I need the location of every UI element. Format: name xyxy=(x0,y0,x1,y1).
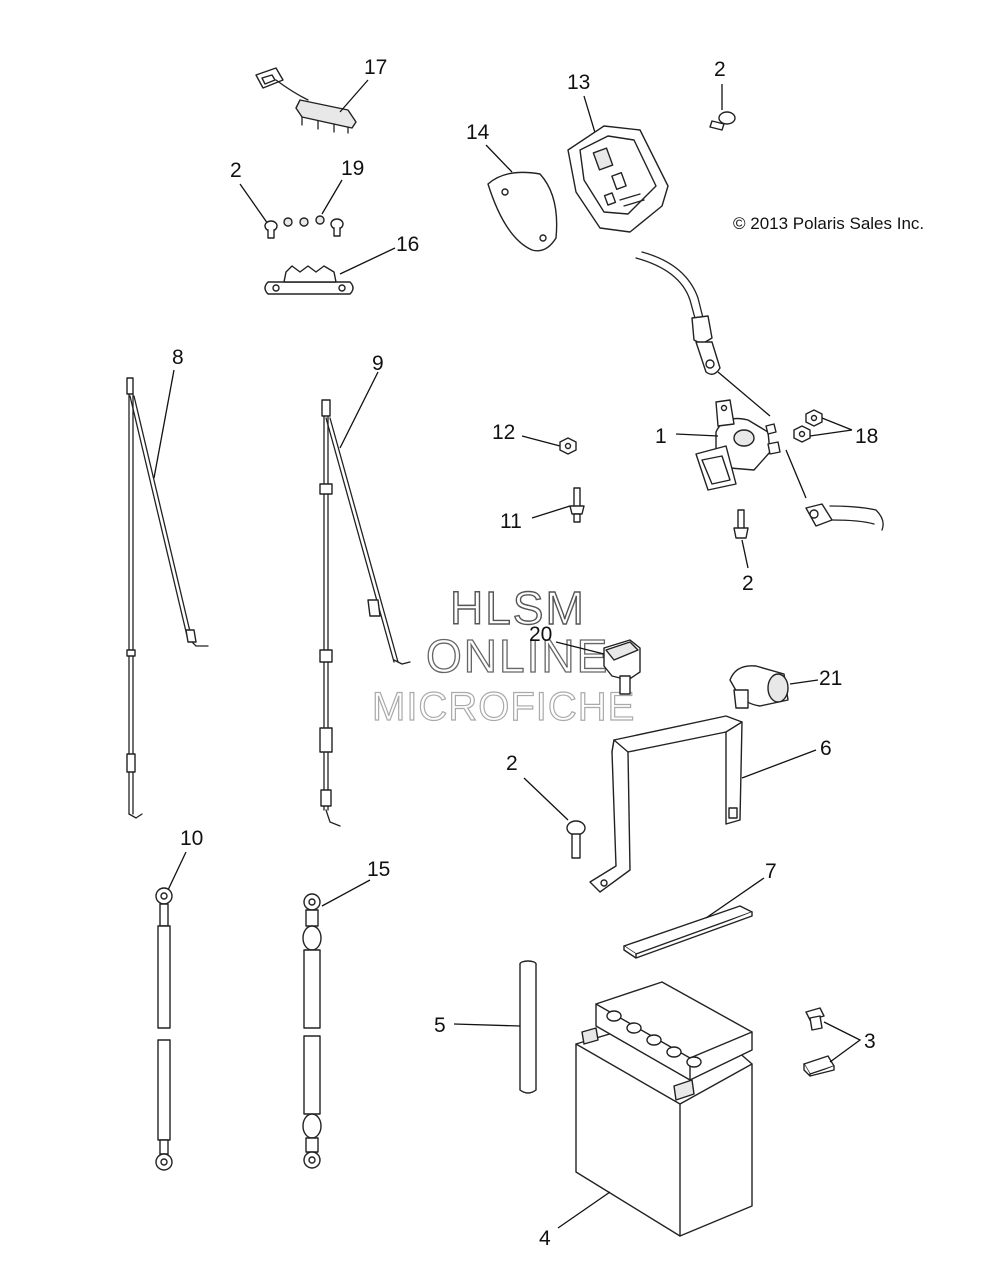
part-21-terminal-boot xyxy=(729,665,789,709)
callout-17: 17 xyxy=(364,56,387,79)
callout-2-top-left: 2 xyxy=(230,159,242,182)
leader-6 xyxy=(741,749,817,779)
callout-11: 11 xyxy=(500,510,522,533)
leader-10 xyxy=(167,851,187,891)
leader-19 xyxy=(321,179,343,215)
leader-5 xyxy=(453,1023,521,1027)
leader-20 xyxy=(555,641,605,655)
part-5-vent-tube xyxy=(519,960,537,1094)
part-2-screw-top-right xyxy=(709,111,736,131)
callout-21: 21 xyxy=(819,667,842,690)
callout-13: 13 xyxy=(567,71,590,94)
watermark: HLSM ONLINE MICROFICHE xyxy=(371,581,635,729)
part-2-screw-top-left xyxy=(264,220,278,239)
part-16-terminal-block xyxy=(264,265,354,295)
callout-10: 10 xyxy=(180,827,203,850)
leader-cable-upper xyxy=(717,371,771,417)
callout-2-middle: 2 xyxy=(742,572,754,595)
leader-13 xyxy=(583,95,597,137)
callout-14: 14 xyxy=(466,121,490,144)
leader-2-middle xyxy=(741,539,749,569)
leader-8 xyxy=(153,369,175,479)
part-1-cable-upper xyxy=(635,251,721,375)
callout-2-top-right: 2 xyxy=(714,58,726,81)
leader-14 xyxy=(485,144,513,173)
leader-9 xyxy=(339,371,379,449)
callout-9: 9 xyxy=(372,352,384,375)
callout-4: 4 xyxy=(539,1227,551,1250)
callout-15: 15 xyxy=(367,858,390,881)
callout-8: 8 xyxy=(172,346,184,369)
watermark-line-1: HLSM xyxy=(450,582,586,634)
callout-20: 20 xyxy=(529,623,552,646)
callout-12: 12 xyxy=(492,421,515,444)
part-9-cable xyxy=(319,399,411,827)
callout-18: 18 xyxy=(855,425,878,448)
leader-3 xyxy=(823,1021,862,1063)
part-2-screw-bottom xyxy=(566,820,586,859)
part-17-terminal-cover xyxy=(255,67,357,134)
callout-3: 3 xyxy=(864,1030,876,1053)
part-6-hold-down-strap xyxy=(589,715,743,893)
part-8-cable xyxy=(126,377,209,819)
leader-11 xyxy=(531,505,571,519)
part-18-nuts xyxy=(793,409,823,443)
part-1-starter-solenoid xyxy=(695,399,781,491)
leader-cable-lower xyxy=(785,449,807,499)
part-13-fuse-box xyxy=(567,125,669,233)
part-12-nut xyxy=(559,437,577,455)
part-15-battery-cable xyxy=(302,893,322,1169)
leader-18 xyxy=(809,417,853,437)
callout-19: 19 xyxy=(341,157,364,180)
callout-16: 16 xyxy=(396,233,419,256)
leader-2-top-left xyxy=(239,183,269,225)
leader-17 xyxy=(339,79,369,113)
copyright-text: © 2013 Polaris Sales Inc. xyxy=(733,214,924,233)
watermark-line-3: MICROFICHE xyxy=(372,685,635,729)
leader-21 xyxy=(789,679,819,685)
part-10-battery-cable xyxy=(155,887,173,1171)
leader-15 xyxy=(321,879,371,907)
callout-1: 1 xyxy=(655,425,667,448)
callout-6: 6 xyxy=(820,737,832,760)
part-20-terminal-boot xyxy=(603,639,641,695)
callout-2-bottom: 2 xyxy=(506,752,518,775)
part-7-pad xyxy=(623,905,753,959)
callout-7: 7 xyxy=(765,860,777,883)
part-11-stud xyxy=(569,487,585,523)
leader-16 xyxy=(339,247,396,275)
leader-1 xyxy=(675,433,719,437)
leader-7 xyxy=(705,877,765,919)
part-1-cable-lower xyxy=(805,503,884,531)
leader-12 xyxy=(521,435,561,447)
part-2-screw-middle xyxy=(733,509,749,539)
part-14-cover-plate xyxy=(487,171,558,252)
leader-2-bottom xyxy=(523,777,569,821)
leader-4 xyxy=(557,1191,611,1229)
callout-5: 5 xyxy=(434,1014,446,1037)
part-3-bolt-and-nut xyxy=(803,1007,835,1077)
part-4-battery xyxy=(575,981,753,1237)
part-19-nuts xyxy=(283,215,344,237)
watermark-line-2: ONLINE xyxy=(426,630,609,682)
